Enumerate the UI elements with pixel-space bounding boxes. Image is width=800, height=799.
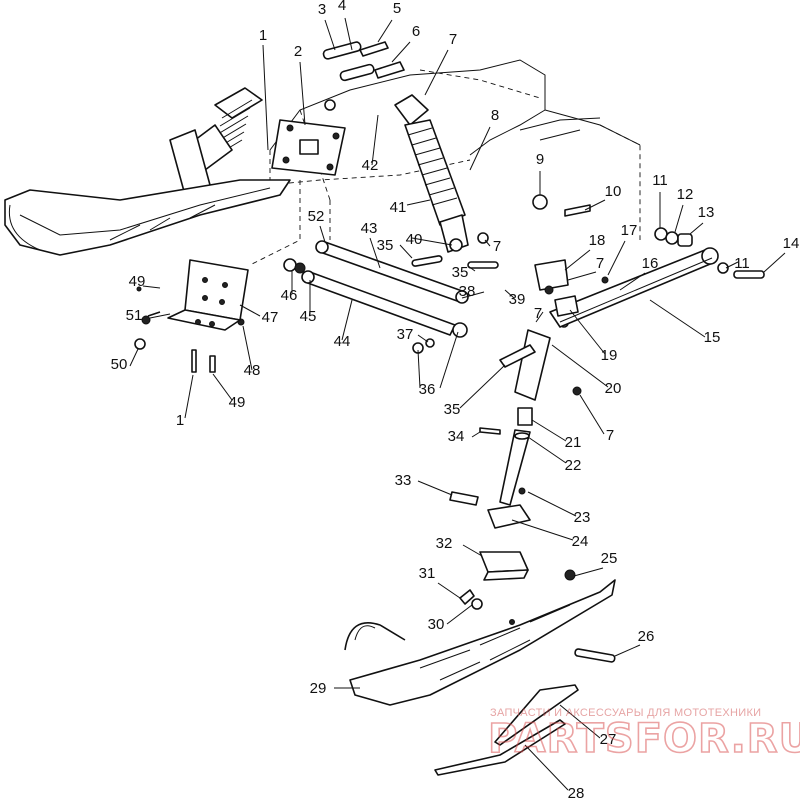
callout-number: 13 — [698, 204, 715, 221]
top-bolts — [322, 41, 405, 111]
callout-number: 11 — [734, 255, 750, 272]
callout-number: 32 — [436, 535, 453, 552]
callout-number: 16 — [642, 255, 659, 272]
left-shock-absorber — [169, 87, 263, 196]
callout-number: 18 — [589, 232, 606, 249]
callout-number: 11 — [652, 172, 668, 189]
watermark-brand: PARTSFOR.RU — [488, 716, 800, 762]
callout-number: 38 — [459, 283, 476, 300]
callout-number: 2 — [294, 43, 302, 60]
callout-number: 4 — [338, 0, 346, 14]
mounting-plate — [271, 119, 346, 176]
callout-number: 24 — [572, 533, 589, 550]
callout-number: 50 — [111, 356, 128, 373]
crossbar-tube — [549, 247, 719, 328]
callout-number: 34 — [448, 428, 465, 445]
callout-number: 12 — [677, 186, 694, 203]
callout-number: 47 — [262, 309, 279, 326]
ski-bolt-and-runners — [434, 648, 616, 776]
callout-number: 1 — [259, 27, 267, 44]
callout-number: 17 — [621, 222, 638, 239]
callout-number: 7 — [493, 238, 501, 255]
callout-number: 25 — [601, 550, 618, 567]
callout-number: 8 — [491, 107, 499, 124]
watermark-tagline: ЗАПЧАСТИ И АКСЕССУАРЫ ДЛЯ МОТОТЕХНИКИ — [490, 707, 761, 719]
callout-number: 14 — [783, 235, 800, 252]
callout-number: 28 — [568, 785, 585, 799]
callout-number: 49 — [129, 273, 146, 290]
callout-number: 7 — [534, 305, 542, 322]
hardware — [134, 194, 765, 610]
callout-number: 42 — [362, 157, 379, 174]
callout-number: 1 — [176, 412, 184, 429]
callout-number: 27 — [600, 731, 617, 748]
callout-number: 51 — [126, 307, 143, 324]
callout-number: 45 — [300, 308, 317, 325]
callout-number: 43 — [361, 220, 378, 237]
wear-block — [479, 551, 529, 581]
callout-number: 7 — [606, 427, 614, 444]
callout-number: 15 — [704, 329, 721, 346]
front-ski — [344, 579, 616, 706]
radius-rods — [283, 240, 469, 354]
callout-number: 5 — [393, 0, 401, 17]
callout-number: 19 — [601, 347, 618, 364]
callout-number: 21 — [565, 434, 582, 451]
mounting-bracket — [167, 259, 249, 331]
callout-number: 35 — [444, 401, 461, 418]
callout-number: 35 — [377, 237, 394, 254]
callout-number: 30 — [428, 616, 445, 633]
callout-number: 26 — [638, 628, 655, 645]
callout-number: 44 — [334, 333, 351, 350]
callout-number: 35 — [452, 264, 469, 281]
front-shock-absorber — [394, 94, 469, 253]
callout-number: 37 — [397, 326, 414, 343]
callout-number: 7 — [449, 31, 457, 48]
callout-number: 7 — [596, 255, 604, 272]
callout-number: 39 — [509, 291, 526, 308]
callout-number: 33 — [395, 472, 412, 489]
callout-number: 10 — [605, 183, 622, 200]
callout-number: 52 — [308, 208, 325, 225]
spindle-assembly — [449, 259, 579, 529]
callout-number: 46 — [281, 287, 298, 304]
callout-number: 23 — [574, 509, 591, 526]
watermark: ЗАПЧАСТИ И АКСЕССУАРЫ ДЛЯ МОТОТЕХНИКИ PA… — [487, 707, 800, 763]
callout-number: 29 — [310, 680, 327, 697]
callout-number: 49 — [229, 394, 246, 411]
callout-number: 9 — [536, 151, 544, 168]
callout-number: 48 — [244, 362, 261, 379]
callout-number: 41 — [390, 199, 407, 216]
callout-number: 31 — [419, 565, 436, 582]
callout-number: 36 — [419, 381, 436, 398]
callout-number: 3 — [318, 1, 326, 18]
callout-number: 22 — [565, 457, 582, 474]
callout-number: 40 — [406, 231, 423, 248]
callout-number: 20 — [605, 380, 622, 397]
leader-lines — [129, 17, 786, 791]
left-ski — [4, 179, 291, 256]
callout-number: 6 — [412, 23, 420, 40]
